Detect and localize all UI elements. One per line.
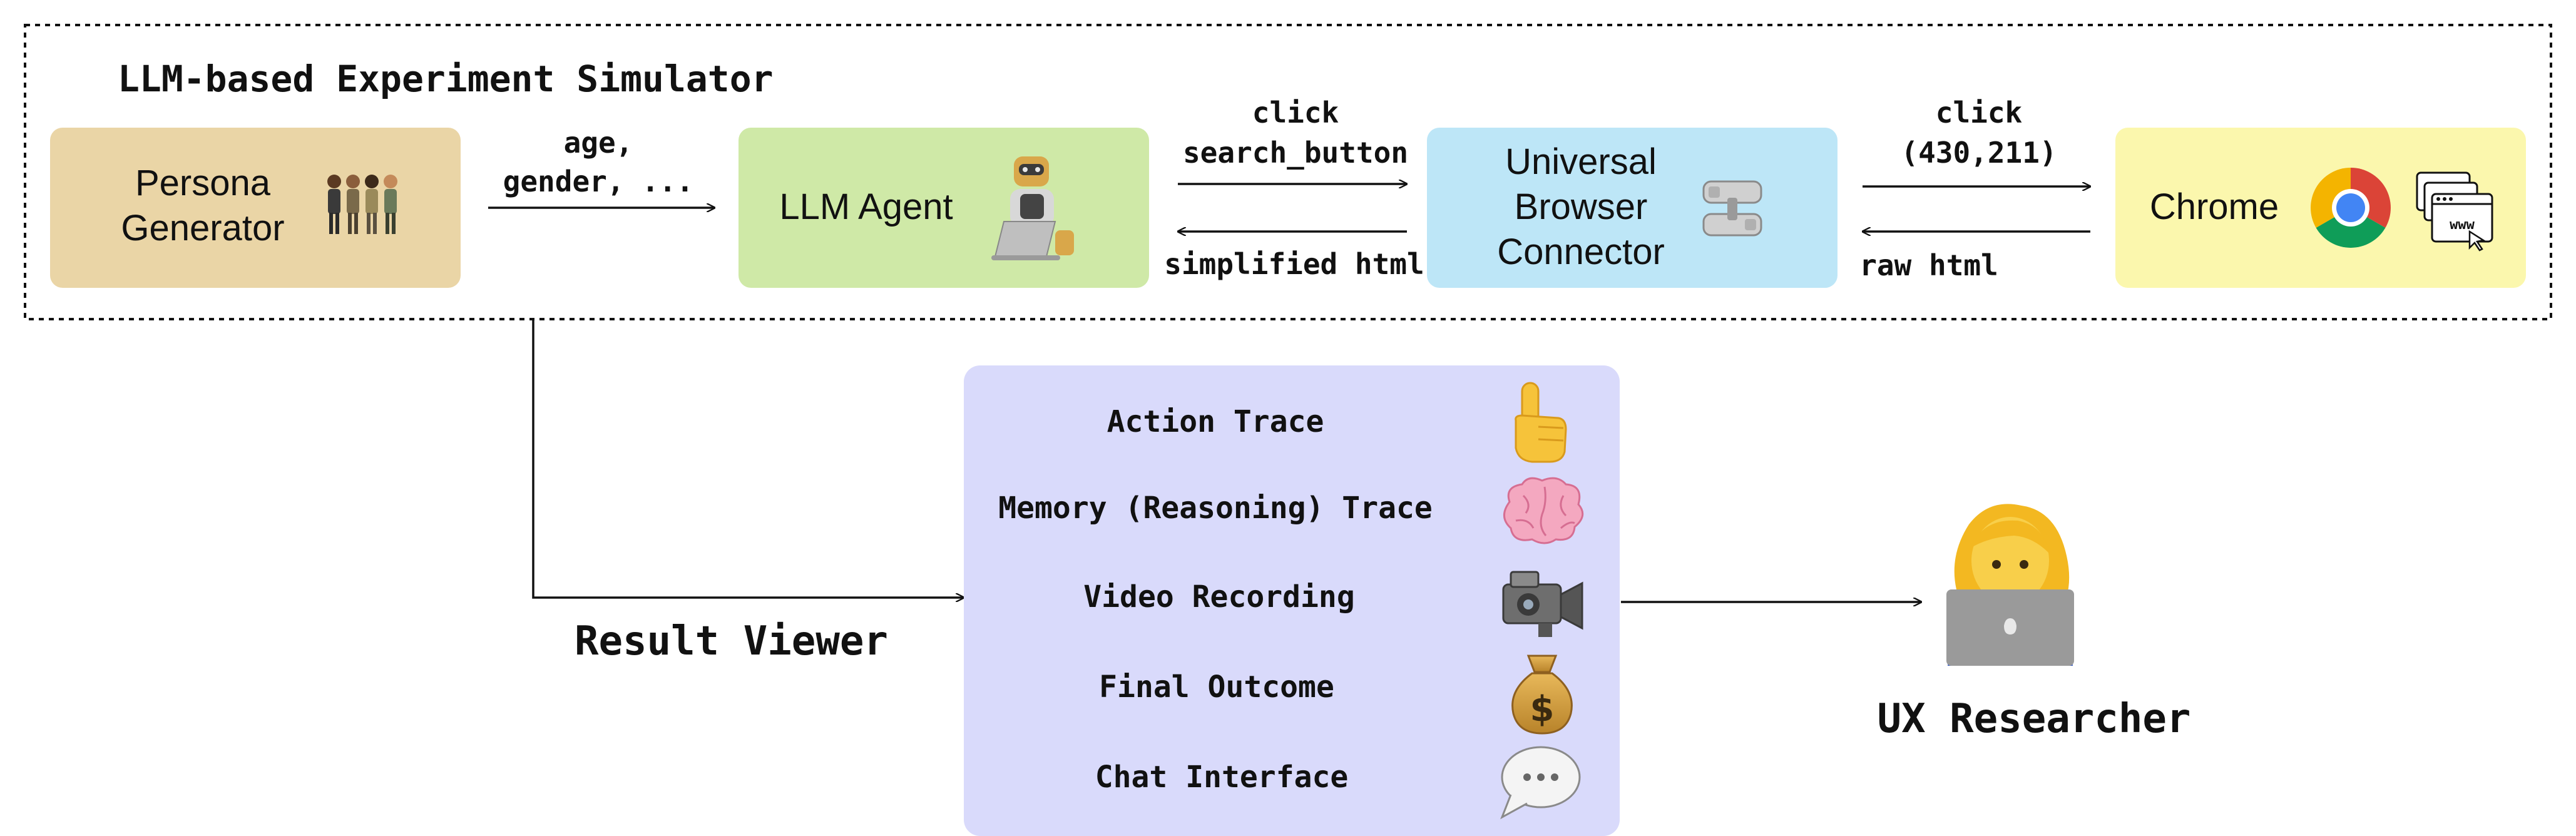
llm-agent-label: LLM Agent [779, 186, 953, 227]
viewer-item-label: Action Trace [1107, 404, 1324, 439]
money-bag-icon: $ [1511, 655, 1573, 735]
llm-agent-node: LLM Agent [739, 128, 1149, 288]
edge-persona-agent-label-2: gender, ... [503, 165, 694, 198]
brain-icon [1503, 477, 1584, 544]
persona-generator-label-1: Persona [135, 163, 271, 203]
edge-agent-connector-label-2: search_button [1183, 136, 1408, 170]
persona-generator-label-2: Generator [121, 208, 284, 248]
chrome-node: Chrome www [2115, 128, 2526, 288]
connector-label-3: Connector [1497, 232, 1665, 272]
connector-node: Universal Browser Connector [1427, 128, 1837, 288]
speech-bubble-icon [1500, 746, 1581, 820]
viewer-item-label: Final Outcome [1099, 670, 1334, 705]
viewer-item-label: Chat Interface [1095, 760, 1349, 795]
result-viewer-label: Result Viewer [575, 618, 888, 665]
pointing-finger-icon [1515, 382, 1567, 463]
edge-connector-chrome-label-2: (430,211) [1901, 136, 2057, 170]
ux-researcher-label: UX Researcher [1878, 696, 2191, 742]
persona-generator-node: Persona Generator [50, 128, 461, 288]
www-text: www [2450, 217, 2475, 233]
chrome-logo-icon [2311, 168, 2391, 248]
browser-windows-icon: www [2416, 171, 2493, 252]
edge-connector-agent-label: simplified html [1164, 247, 1424, 281]
edge-persona-agent-label-1: age, [564, 126, 633, 160]
people-group-icon [327, 175, 397, 234]
video-camera-icon [1502, 571, 1583, 637]
connector-label-2: Browser [1515, 186, 1648, 227]
edge-agent-connector-label-1: click [1252, 96, 1339, 130]
result-viewer-panel: Action Trace Memory (Reasoning) Trace Vi… [964, 365, 1620, 836]
robot-laptop-icon [991, 156, 1074, 260]
connector-icon [1702, 180, 1762, 237]
edge-connector-chrome-label-1: click [1936, 96, 2022, 130]
simulator-title: LLM-based Experiment Simulator [118, 58, 774, 100]
edge-simulator-viewer-arrow [532, 320, 964, 598]
connector-label-1: Universal [1505, 141, 1657, 182]
researcher-laptop-icon [1946, 504, 2074, 666]
viewer-item-label: Video Recording [1083, 579, 1354, 614]
simulator-frame [24, 24, 2552, 320]
edge-chrome-connector-label: raw html [1859, 248, 1998, 282]
svg-text:$: $ [1530, 689, 1555, 730]
viewer-item-label: Memory (Reasoning) Trace [998, 491, 1433, 526]
chrome-label: Chrome [2150, 186, 2279, 227]
